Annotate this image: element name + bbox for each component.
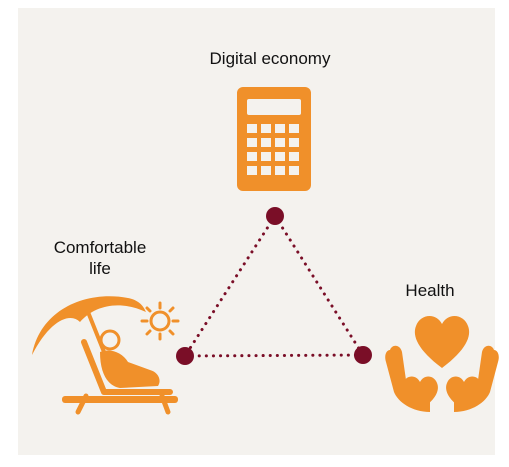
node-dot-top (266, 207, 284, 225)
connector-top-left (183, 214, 277, 358)
node-dot-left (176, 347, 194, 365)
node-dot-right (354, 346, 372, 364)
connectors (183, 214, 365, 358)
label-comfortable-line2: life (89, 259, 111, 278)
label-digital-economy: Digital economy (209, 49, 331, 68)
sun-icon (140, 301, 180, 341)
label-comfortable-life: Comfortable life (20, 237, 180, 279)
hands-holding-heart-icon (385, 315, 499, 412)
beach-chair-umbrella-icon (32, 296, 178, 415)
connector-left-right (183, 353, 365, 358)
node-dots (176, 207, 372, 365)
label-comfortable-line1: Comfortable (53, 238, 147, 257)
connector-top-right (273, 214, 365, 357)
calculator-icon (237, 87, 311, 191)
label-health: Health (405, 281, 455, 300)
